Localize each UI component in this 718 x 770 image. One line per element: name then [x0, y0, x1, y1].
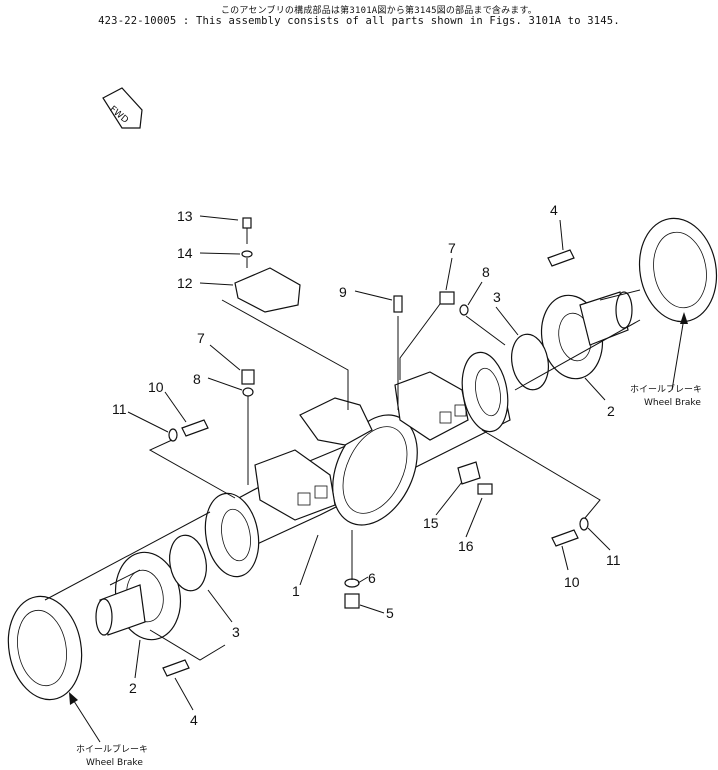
bolt-4-left — [162, 659, 190, 677]
callout-numbers: 13 14 12 9 7 8 3 4 2 7 8 10 11 15 16 10 … — [112, 202, 621, 728]
callout-7-right: 7 — [448, 240, 456, 256]
callout-15: 15 — [423, 515, 439, 531]
callout-4-left: 4 — [190, 712, 198, 728]
right-o-ring — [511, 333, 549, 391]
callout-8-left: 8 — [193, 371, 201, 387]
callout-2-left: 2 — [129, 680, 137, 696]
callout-5: 5 — [386, 605, 394, 621]
left-o-ring — [169, 534, 207, 592]
assembly-note: 423-22-10005 : This assembly consists of… — [98, 15, 620, 27]
breather-9 — [393, 295, 403, 313]
plate-15 — [457, 461, 481, 485]
callout-6: 6 — [368, 570, 376, 586]
axle-housing — [204, 351, 511, 578]
wheel-brake-left-jp: ホイールブレーキ — [76, 743, 148, 755]
wheel-brake-right-en: Wheel Brake — [644, 398, 701, 408]
o-ring-8-left — [242, 387, 254, 397]
callout-11-left: 11 — [112, 401, 127, 417]
callout-11-right: 11 — [606, 552, 621, 568]
right-axle-hub — [540, 291, 633, 380]
leader-lines — [127, 215, 611, 711]
callout-1: 1 — [292, 583, 300, 599]
plug-7-left — [241, 369, 255, 385]
callout-16: 16 — [458, 538, 474, 554]
bolt-4-right — [547, 249, 575, 267]
callout-14: 14 — [177, 245, 193, 261]
wheel-brake-right-jp: ホイールブレーキ — [630, 383, 702, 395]
washer-11-left — [168, 428, 178, 442]
callout-8-right: 8 — [482, 264, 490, 280]
fwd-arrow: FWD — [102, 87, 143, 129]
bolt-10-left — [181, 419, 209, 437]
right-wheel-brake — [638, 217, 718, 323]
callout-10-right: 10 — [564, 574, 580, 590]
washer-14 — [241, 250, 253, 258]
bolt-16 — [477, 483, 493, 495]
plug-7-right — [439, 291, 455, 305]
o-ring-6 — [344, 578, 360, 588]
callout-4-right: 4 — [550, 202, 558, 218]
left-wheel-brake — [7, 595, 83, 701]
callout-9: 9 — [339, 284, 347, 300]
callout-12: 12 — [177, 275, 193, 291]
callout-2-right: 2 — [607, 403, 615, 419]
wheel-brake-left-en: Wheel Brake — [86, 758, 143, 768]
callout-3-left: 3 — [232, 624, 240, 640]
wheel-brake-labels: ホイールブレーキ Wheel Brake ホイールブレーキ Wheel Brak… — [76, 383, 702, 768]
plug-5 — [344, 593, 360, 609]
wheel-brake-arrows — [69, 312, 688, 743]
callout-13: 13 — [177, 208, 193, 224]
washer-11-right — [579, 517, 589, 531]
plate — [234, 267, 301, 313]
assembly-guide-lines — [44, 258, 641, 661]
bolt-13 — [242, 217, 252, 229]
japanese-assembly-note: このアセンブリの構成部品は第3101A図から第3145図の部品まで含みます。 — [220, 6, 538, 16]
o-ring-8-right — [459, 304, 469, 316]
bolt-10-right — [551, 529, 579, 547]
callout-3-right: 3 — [493, 289, 501, 305]
callout-10-left: 10 — [148, 379, 164, 395]
small-hardware — [162, 217, 589, 677]
callout-7-left: 7 — [197, 330, 205, 346]
